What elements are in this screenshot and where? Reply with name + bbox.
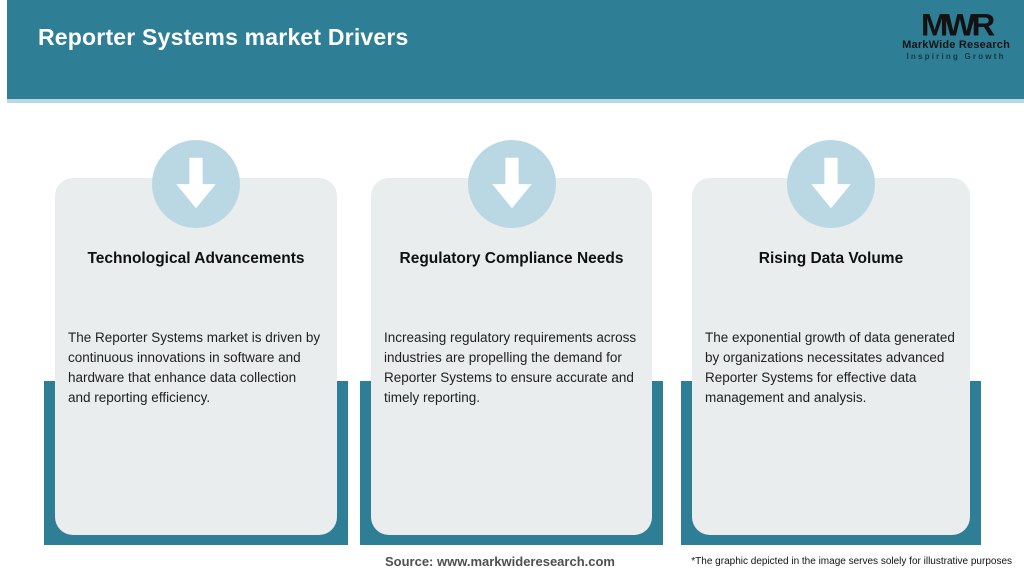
card-icon-circle (787, 140, 875, 228)
down-arrow-icon (176, 157, 216, 209)
card-body: Increasing regulatory requirements acros… (384, 330, 637, 405)
disclaimer-text: *The graphic depicted in the image serve… (691, 556, 1012, 567)
down-arrow-icon (492, 157, 532, 209)
source-line: Source: www.markwideresearch.com (384, 554, 615, 569)
markwide-logo: MWR MarkWide Research Inspiring Growth (902, 8, 1010, 61)
down-arrow-icon (811, 157, 851, 209)
logo-monogram-icon: MWR (920, 6, 995, 43)
driver-card-regulatory-compliance-needs: Regulatory Compliance Needs Increasing r… (371, 178, 652, 535)
card-title: Regulatory Compliance Needs (399, 250, 624, 267)
driver-card-rising-data-volume: Rising Data Volume The exponential growt… (692, 178, 970, 535)
card-icon-circle (152, 140, 240, 228)
card-icon-circle (468, 140, 556, 228)
page-title: Reporter Systems market Drivers (38, 24, 409, 50)
card-title: Rising Data Volume (758, 250, 904, 267)
logo-company-name: MarkWide Research (902, 39, 1010, 51)
driver-card-technological-advancements: Technological Advancements The Reporter … (55, 178, 337, 535)
card-body: The Reporter Systems market is driven by… (68, 330, 321, 405)
card-body: The exponential growth of data generated… (705, 330, 955, 405)
logo-tagline: Inspiring Growth (906, 52, 1006, 61)
card-title: Technological Advancements (87, 250, 305, 267)
header-banner: Reporter Systems market Drivers MWR Mark… (7, 0, 1024, 103)
